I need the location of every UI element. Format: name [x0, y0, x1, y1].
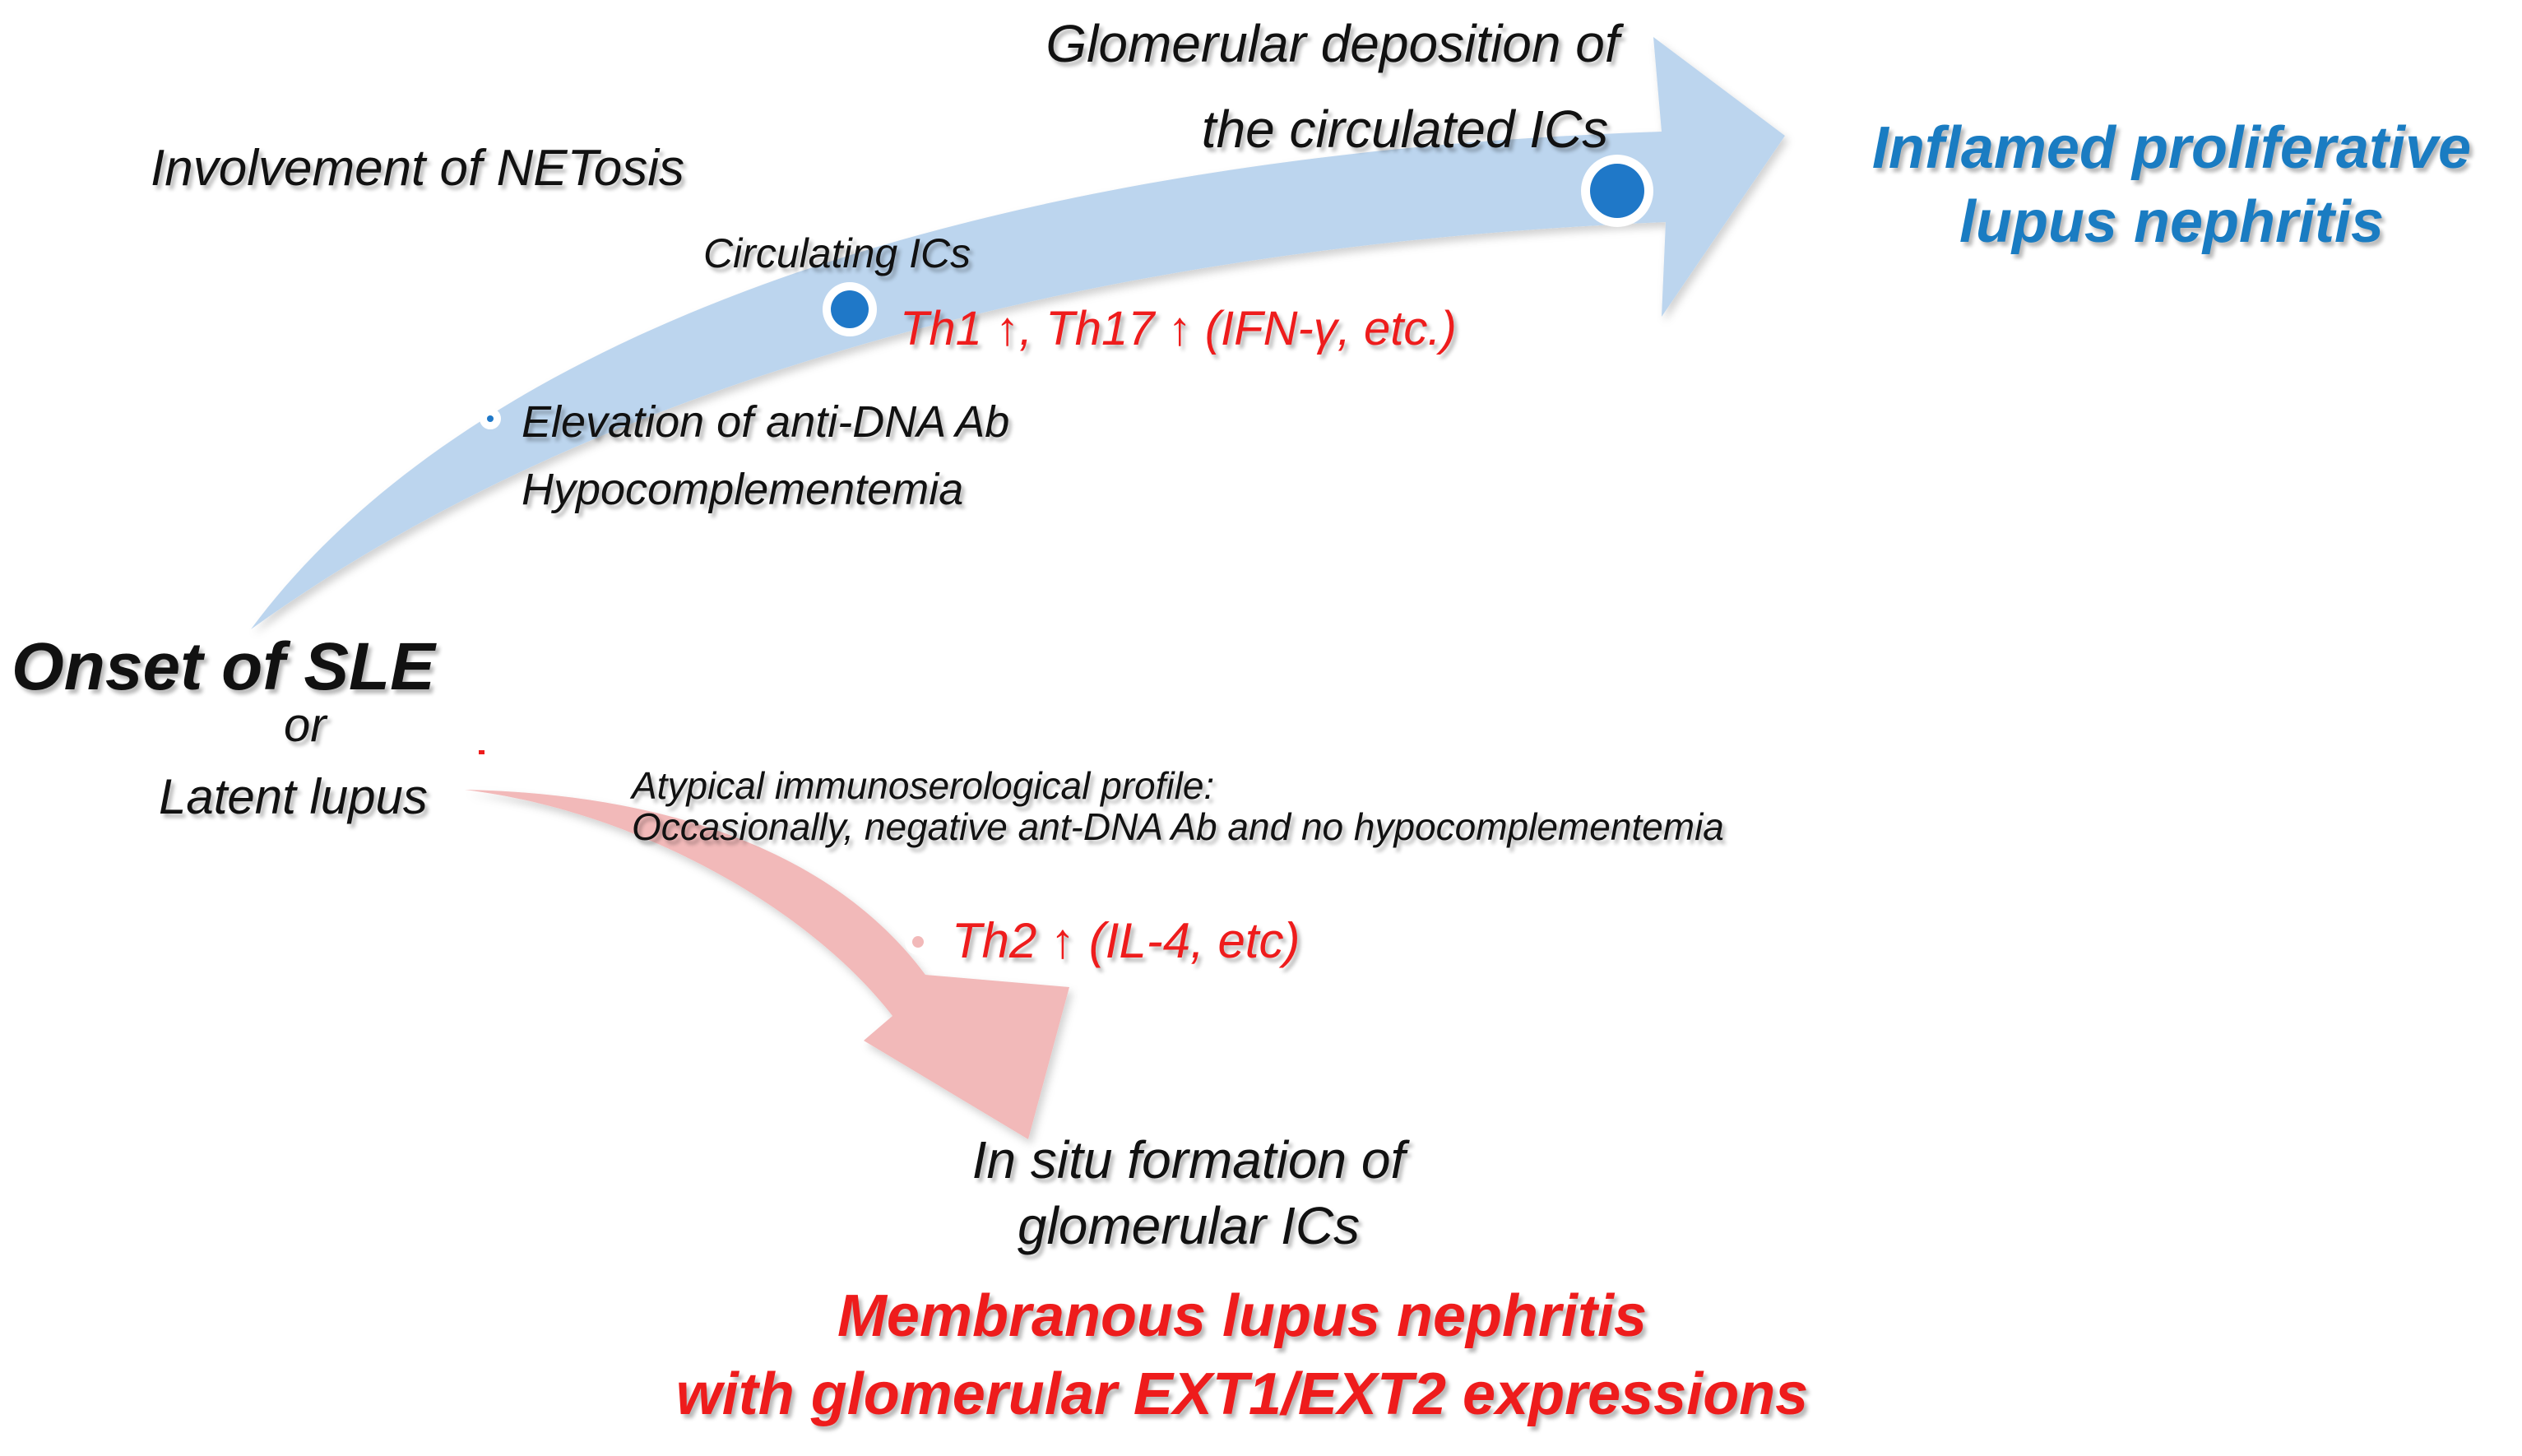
in-situ-label-line2: glomerular ICs: [1017, 1196, 1361, 1255]
red-tick-mark: [479, 750, 484, 754]
th1-th17-label: Th1 ↑, Th17 ↑ (IFN-γ, etc.): [900, 302, 1457, 355]
circulating-ics-label: Circulating ICs: [703, 230, 971, 276]
glomerular-deposition-label-line2: the circulated ICs: [1201, 100, 1609, 159]
hypocomplementemia-label: Hypocomplementemia: [522, 465, 964, 514]
latent-lupus-label: Latent lupus: [159, 769, 428, 824]
netosis-label: Involvement of NETosis: [151, 140, 685, 197]
proliferative-pathway-arrow: [251, 37, 1785, 629]
anti-dna-elevation-label: Elevation of anti-DNA Ab: [522, 397, 1010, 447]
stage-dot-medium: [823, 282, 877, 336]
onset-of-sle-label: Onset of SLE: [12, 629, 435, 704]
proliferative-outcome-line1: Inflamed proliferative: [1871, 115, 2472, 181]
stage-dot-small: [480, 408, 501, 429]
membranous-outcome-line2: with glomerular EXT1/EXT2 expressions: [675, 1361, 1809, 1427]
th2-label: Th2 ↑ (IL-4, etc): [952, 913, 1300, 968]
occasionally-label: Occasionally, negative ant-DNA Ab and no…: [632, 805, 1724, 848]
membranous-pathway-arrow: [465, 790, 1069, 1139]
glomerular-deposition-label-line1: Glomerular deposition of: [1045, 14, 1620, 73]
or-label: or: [284, 698, 327, 752]
membranous-outcome-line1: Membranous lupus nephritis: [837, 1283, 1648, 1349]
proliferative-outcome-line2: lupus nephritis: [1959, 189, 2385, 255]
stage-dot-large: [1581, 155, 1653, 227]
stage-dot-lower: [905, 929, 931, 955]
atypical-profile-label: Atypical immunoserological profile:: [632, 764, 1215, 807]
in-situ-label-line1: In situ formation of: [971, 1130, 1406, 1189]
